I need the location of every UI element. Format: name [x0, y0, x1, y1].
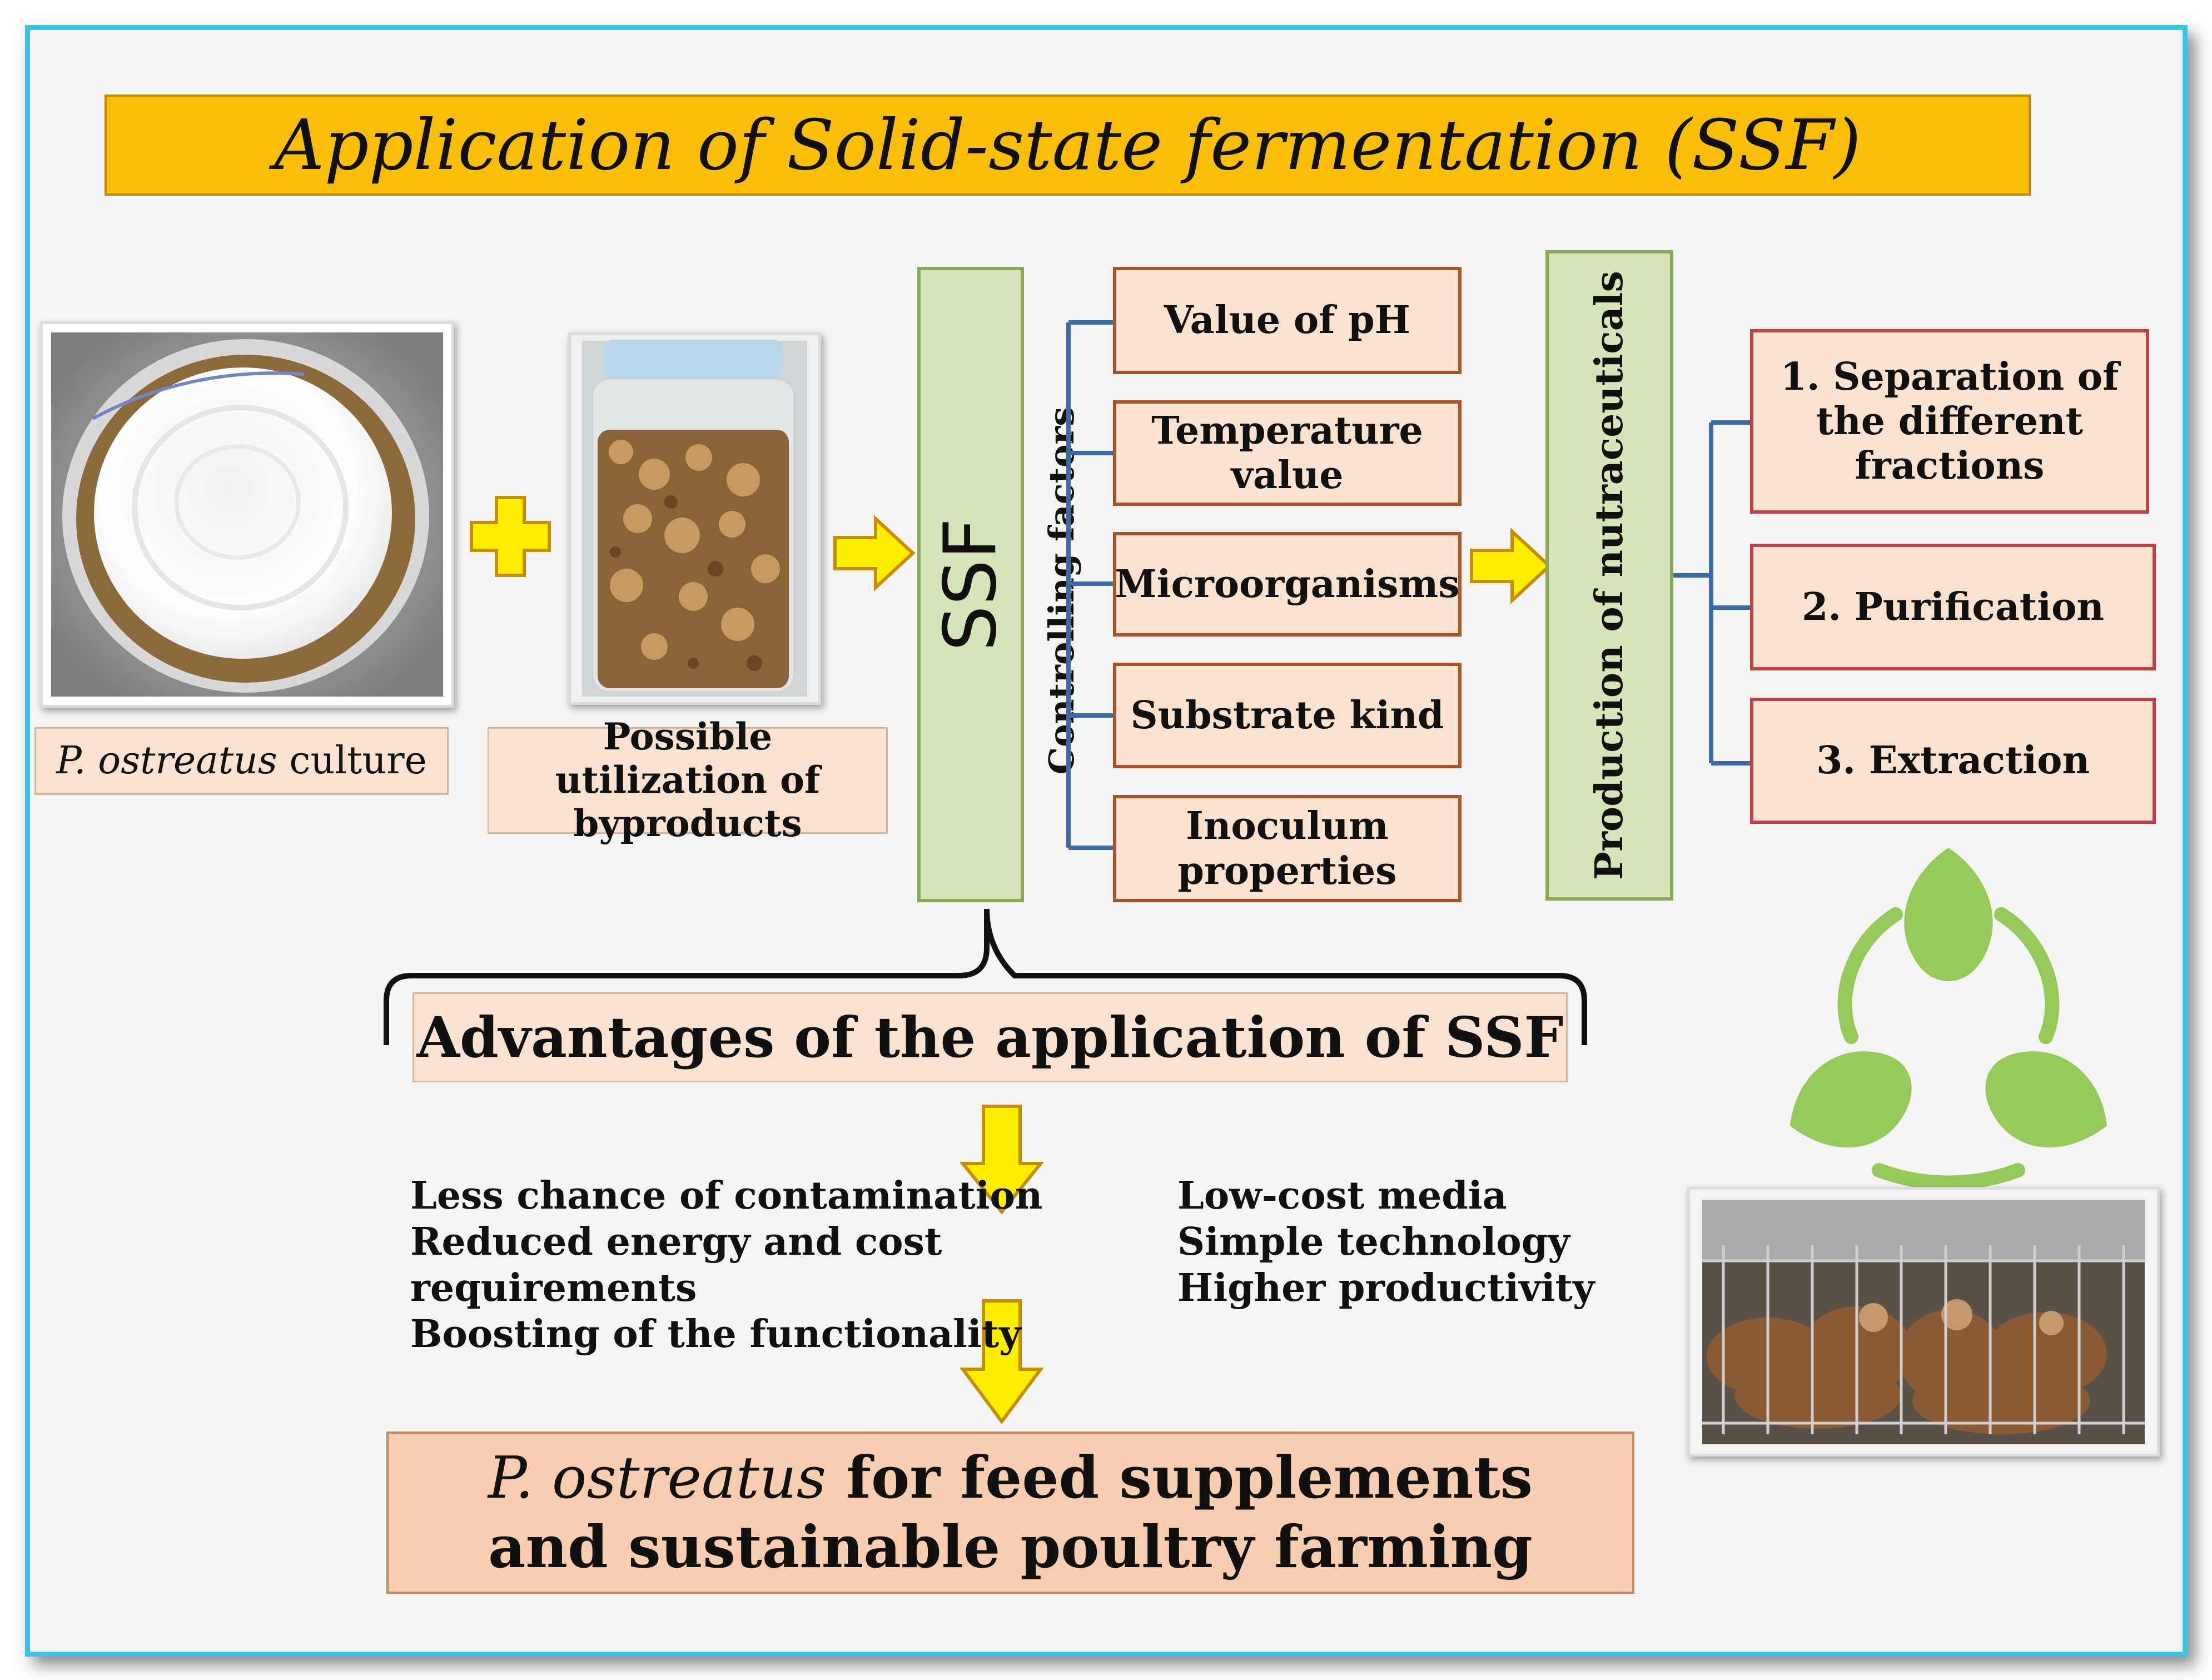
advantages-title: Advantages of the application of SSF	[412, 992, 1568, 1082]
step-box: 3. Extraction	[1750, 698, 2156, 824]
conclusion-line-1: P. ostreatus for feed supplements	[488, 1443, 1533, 1513]
conclusion-species: P. ostreatus	[488, 1444, 827, 1512]
list-item: Higher productivity	[1177, 1266, 1595, 1310]
species-name: P. ostreatus	[56, 738, 277, 783]
list-item: Low-cost media	[1177, 1174, 1507, 1218]
culture-suffix: culture	[277, 738, 427, 783]
recycle-leaves-icon	[1790, 848, 2107, 1190]
culture-label: P. ostreatus culture	[34, 727, 449, 795]
production-column: Production of nutraceuticals	[1545, 250, 1673, 901]
petri-dish-photo	[40, 321, 454, 708]
ssf-column: SSF	[917, 267, 1024, 902]
production-label: Production of nutraceuticals	[1587, 271, 1632, 880]
step-box: 1. Separation of the different fractions	[1750, 329, 2149, 514]
poultry-photo	[1687, 1187, 2160, 1457]
list-item: Simple technology	[1177, 1220, 1570, 1264]
byproducts-jar-photo	[568, 332, 821, 705]
plus-icon	[470, 496, 551, 577]
list-item: Boosting of the functionality	[410, 1312, 1021, 1356]
arrow-down-icon	[960, 1105, 1043, 1215]
list-item: Reduced energy and cost requirements	[410, 1220, 942, 1310]
factor-box: Value of pH	[1113, 267, 1462, 374]
factor-box: Substrate kind	[1113, 663, 1462, 768]
factor-box: Inoculum properties	[1113, 795, 1462, 902]
step-box: 2. Purification	[1750, 544, 2156, 670]
conclusion-line-2: and sustainable poultry farming	[488, 1513, 1533, 1581]
figure-title: Application of Solid-state fermentation …	[105, 95, 2031, 196]
arrow-right-icon	[1470, 528, 1552, 604]
advantages-right-list: Low-cost media Simple technology Higher …	[1177, 1173, 1678, 1311]
list-item: Less chance of contamination	[410, 1174, 1043, 1218]
arrow-right-icon	[833, 515, 916, 592]
conclusion-box: P. ostreatus for feed supplements and su…	[386, 1432, 1634, 1594]
factor-box: Microorganisms	[1113, 532, 1462, 637]
conclusion-line-1-rest: for feed supplements	[826, 1443, 1533, 1512]
advantages-left-list: Less chance of contamination Reduced ene…	[410, 1173, 1133, 1358]
arrow-down-icon	[960, 1299, 1043, 1425]
factor-box: Temperature value	[1113, 400, 1462, 506]
